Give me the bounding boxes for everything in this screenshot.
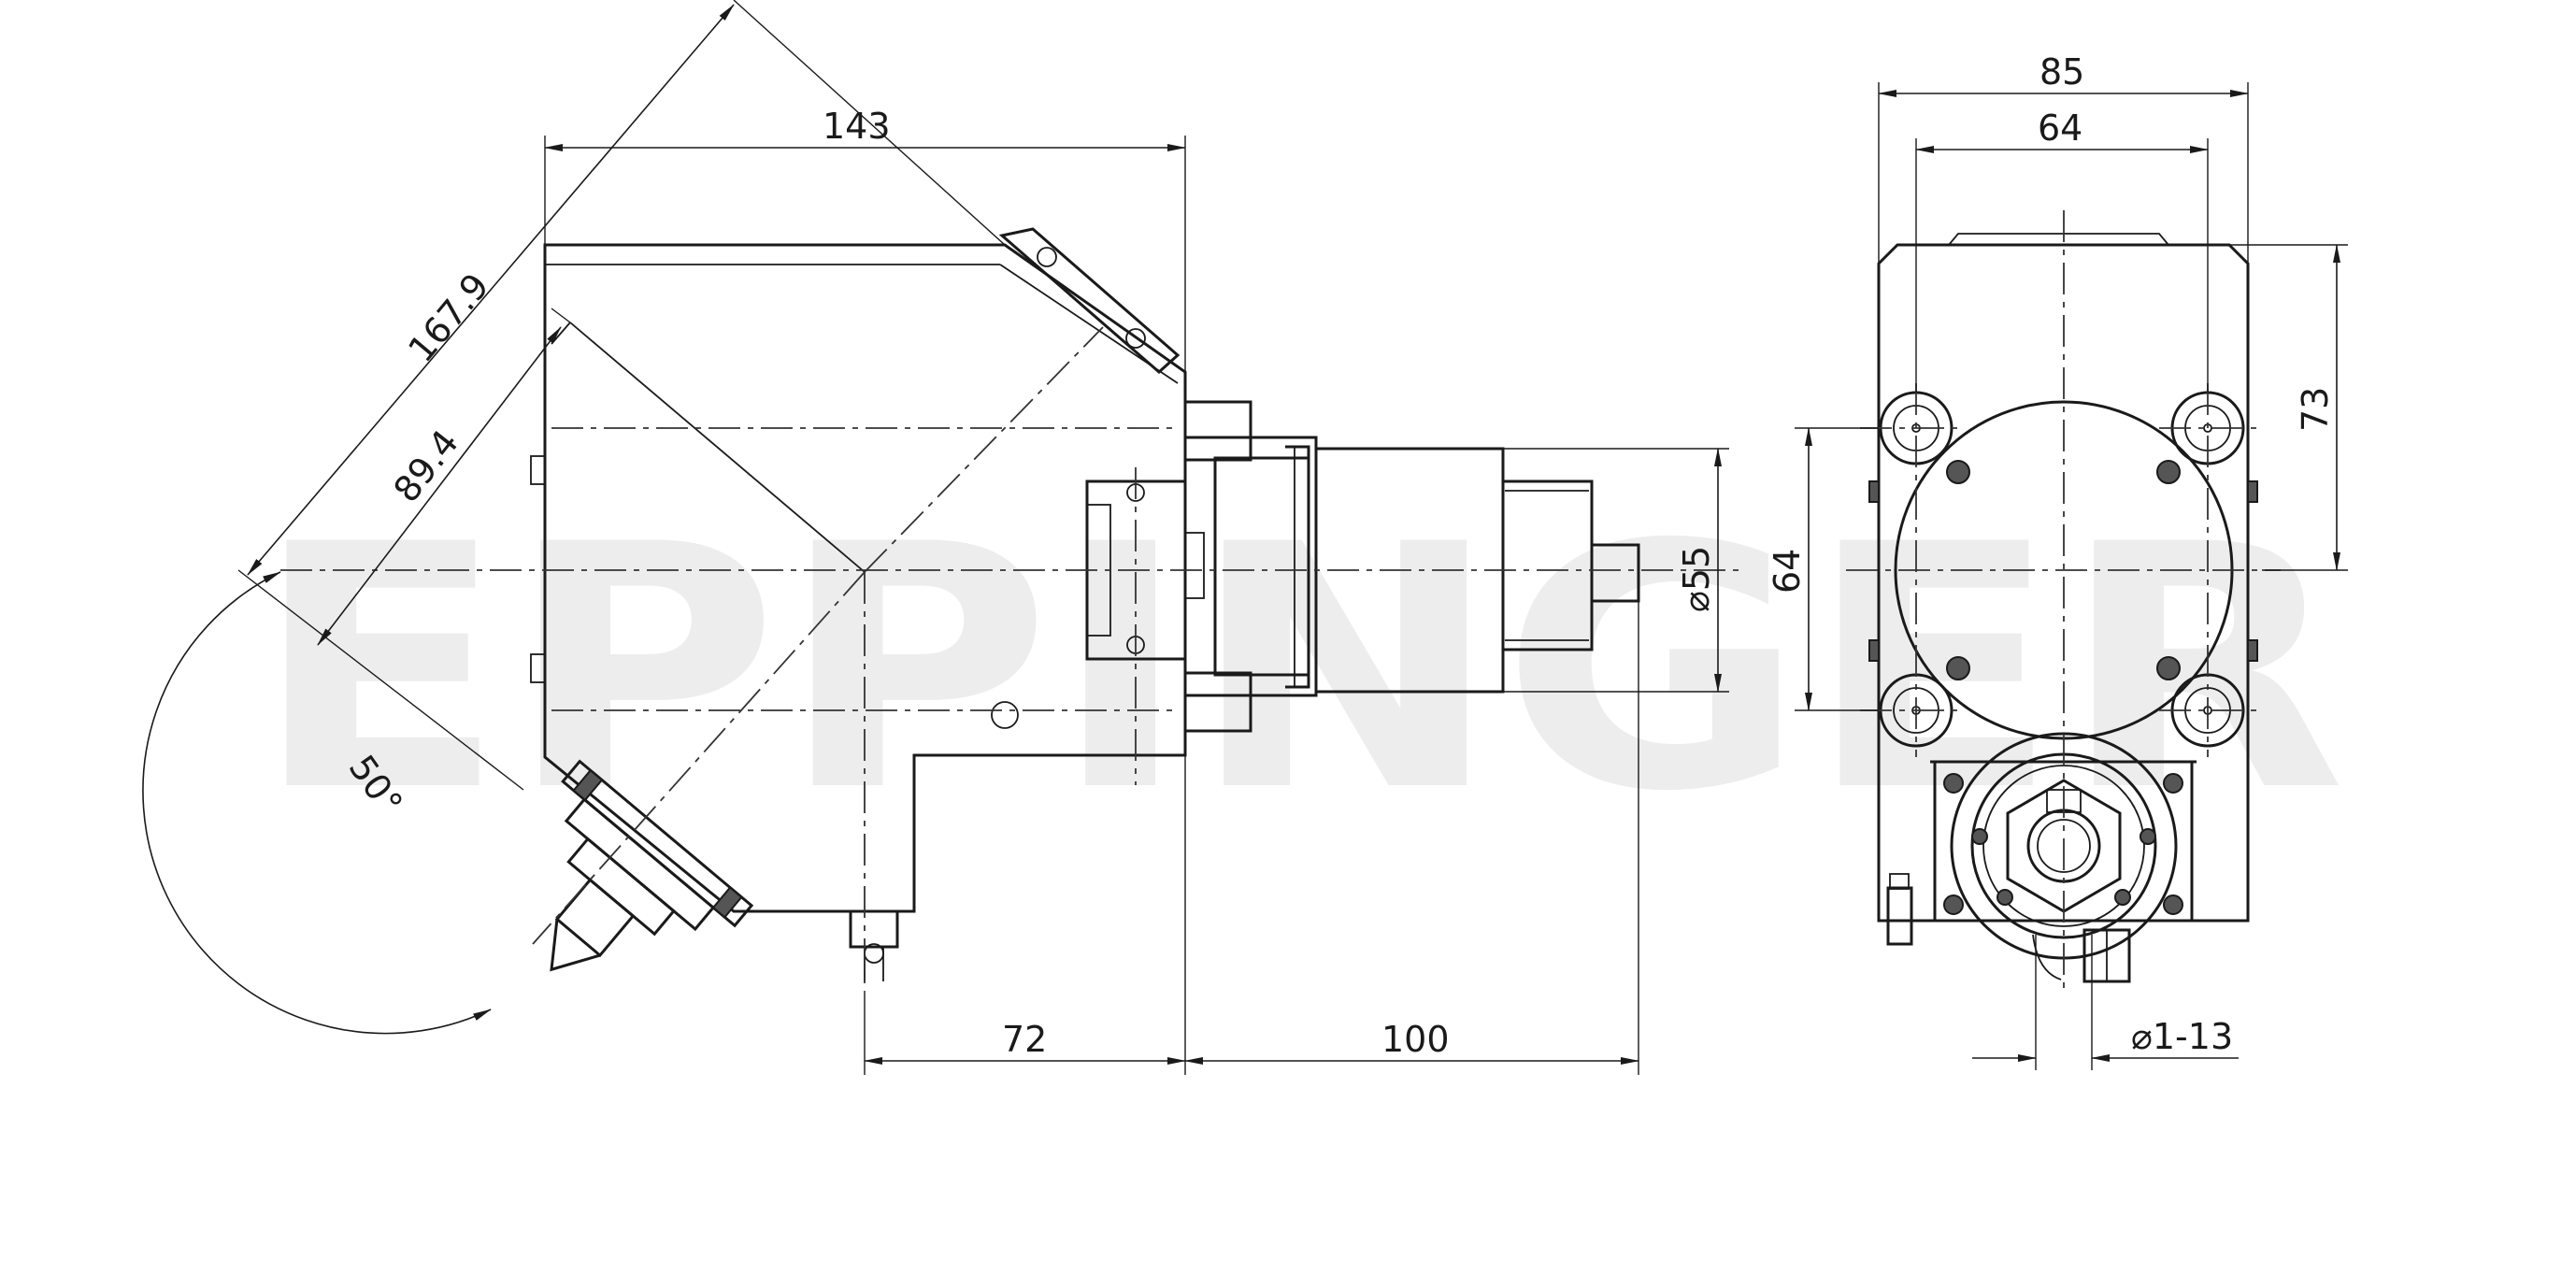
dim-collet-range: ⌀1-13 xyxy=(2131,1016,2233,1057)
dim-73: 73 xyxy=(2295,387,2336,432)
front-view-dimensions: 85 64 73 64 ⌀1-13 xyxy=(1767,51,2348,1070)
dim-85: 85 xyxy=(2039,51,2084,93)
dim-64-left: 64 xyxy=(1767,549,1808,594)
dim-143: 143 xyxy=(823,106,891,147)
dim-64-top: 64 xyxy=(2038,107,2082,149)
brand-watermark: EPPINGER xyxy=(252,473,2346,865)
dim-shaft-diameter: ⌀55 xyxy=(1676,546,1717,612)
dim-167-9: 167.9 xyxy=(400,265,497,370)
dim-72: 72 xyxy=(1002,1019,1047,1060)
dim-100: 100 xyxy=(1381,1019,1450,1060)
